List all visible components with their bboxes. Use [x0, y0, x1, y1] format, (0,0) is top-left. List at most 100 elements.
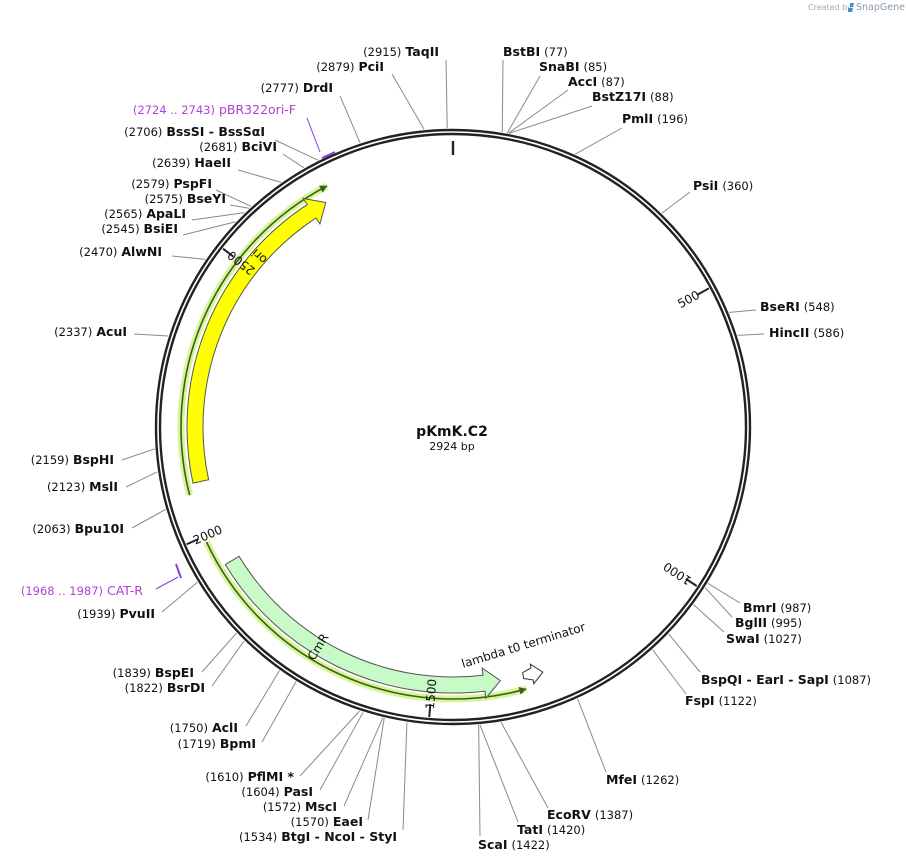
site-line-scai — [478, 724, 481, 837]
site-name: BssSI - BssSαI — [166, 124, 265, 139]
site-hincii[interactable]: HincII (586) — [769, 325, 844, 340]
site-pflmi[interactable]: (1610) PflMI * — [205, 769, 294, 784]
site-msci[interactable]: (1572) MscI — [263, 799, 337, 814]
site-tati[interactable]: TatI (1420) — [517, 822, 585, 837]
site-name: EaeI — [333, 814, 363, 829]
site-bsphi[interactable]: (2159) BspHI — [31, 452, 114, 467]
site-position: (85) — [584, 60, 608, 74]
site-bseri[interactable]: BseRI (548) — [760, 299, 835, 314]
site-line-bmri — [707, 582, 741, 604]
site-pspfi[interactable]: (2579) PspFI — [131, 176, 212, 191]
site-position: (1719) — [178, 737, 216, 751]
primer-pbr322ori-f[interactable]: (2724 .. 2743) pBR322ori-F — [133, 102, 296, 117]
site-pcii[interactable]: (2879) PciI — [316, 59, 384, 74]
site-name: PmlI — [622, 111, 653, 126]
site-pvuii[interactable]: (1939) PvuII — [77, 606, 155, 621]
site-name: HaeII — [194, 155, 231, 170]
site-eaei[interactable]: (1570) EaeI — [291, 814, 363, 829]
site-pasi[interactable]: (1604) PasI — [241, 784, 313, 799]
site-position: (2706) — [124, 125, 162, 139]
site-position: (77) — [544, 45, 568, 59]
site-position: (87) — [601, 75, 625, 89]
primer-range: (1968 .. 1987) — [21, 584, 103, 598]
created-by-text: Created by — [808, 3, 852, 12]
feature-cmr-arrow[interactable] — [224, 555, 502, 700]
site-name: PvuII — [119, 606, 155, 621]
site-name: AcuI — [96, 324, 127, 339]
feature-ori-arrow[interactable] — [186, 197, 327, 484]
site-bmri[interactable]: BmrI (987) — [743, 600, 811, 615]
site-name: MfeI — [606, 772, 637, 787]
site-line-msci — [343, 717, 384, 807]
site-bsrdi[interactable]: (1822) BsrDI — [125, 680, 205, 695]
site-drdi[interactable]: (2777) DrdI — [261, 80, 333, 95]
site-bstz17i[interactable]: BstZ17I (88) — [592, 89, 674, 104]
site-swai[interactable]: SwaI (1027) — [726, 631, 802, 646]
site-name: BglII — [735, 615, 767, 630]
site-btgi-ncoi-styi[interactable]: (1534) BtgI - NcoI - StyI — [239, 829, 397, 844]
site-position: (1534) — [239, 830, 277, 844]
site-taqii[interactable]: (2915) TaqII — [363, 44, 439, 59]
site-bseyi[interactable]: (2575) BseYI — [145, 191, 226, 206]
site-acci[interactable]: AccI (87) — [568, 74, 625, 89]
site-bsiei[interactable]: (2545) BsiEI — [101, 221, 178, 236]
site-name: BmrI — [743, 600, 776, 615]
site-line-bsrdi — [211, 640, 245, 687]
site-snabi[interactable]: SnaBI (85) — [539, 59, 607, 74]
site-acli[interactable]: (1750) AclI — [170, 720, 238, 735]
site-position: (1420) — [547, 823, 585, 837]
site-name: BsrDI — [167, 680, 205, 695]
site-bglii[interactable]: BglII (995) — [735, 615, 802, 630]
site-bpmi[interactable]: (1719) BpmI — [178, 736, 256, 751]
site-alwni[interactable]: (2470) AlwNI — [79, 244, 162, 259]
site-mfei[interactable]: MfeI (1262) — [606, 772, 679, 787]
site-name: AccI — [568, 74, 597, 89]
site-position: (1939) — [77, 607, 115, 621]
tick-mark-1000 — [685, 578, 698, 587]
feature-terminator-label: lambda t0 terminator — [460, 620, 587, 671]
site-line-msli — [125, 471, 158, 488]
site-ecorv[interactable]: EcoRV (1387) — [547, 807, 633, 822]
primer-cat-r[interactable]: (1968 .. 1987) CAT-R — [21, 583, 143, 598]
site-bpu10i[interactable]: (2063) Bpu10I — [32, 521, 124, 536]
site-line-mfei — [577, 698, 607, 773]
site-name: Bpu10I — [75, 521, 124, 536]
site-position: (548) — [804, 300, 835, 314]
site-position: (2681) — [199, 140, 237, 154]
site-position: (1750) — [170, 721, 208, 735]
site-bsssi-bsss-i[interactable]: (2706) BssSI - BssSαI — [124, 124, 265, 139]
site-line-bspei — [201, 632, 237, 673]
site-haeii[interactable]: (2639) HaeII — [152, 155, 231, 170]
site-position: (1570) — [291, 815, 329, 829]
site-position: (2639) — [152, 156, 190, 170]
site-bspei[interactable]: (1839) BspEI — [113, 665, 194, 680]
site-position: (2579) — [131, 177, 169, 191]
site-position: (1087) — [833, 673, 871, 687]
site-bstbi[interactable]: BstBI (77) — [503, 44, 568, 59]
site-name: BtgI - NcoI - StyI — [281, 829, 397, 844]
site-name: TatI — [517, 822, 543, 837]
site-bcivi[interactable]: (2681) BciVI — [199, 139, 277, 154]
site-scai[interactable]: ScaI (1422) — [478, 837, 550, 852]
site-apali[interactable]: (2565) ApaLI — [104, 206, 186, 221]
site-name: BspEI — [155, 665, 194, 680]
site-line-bglii — [704, 587, 733, 618]
site-name: PciI — [358, 59, 384, 74]
site-position: (2879) — [316, 60, 354, 74]
site-position: (2575) — [145, 192, 183, 206]
site-position: (2159) — [31, 453, 69, 467]
site-name: FspI — [685, 693, 715, 708]
site-bspqi-eari-sapi[interactable]: BspQI - EarI - SapI (1087) — [701, 672, 871, 687]
site-acui[interactable]: (2337) AcuI — [54, 324, 127, 339]
primer-leader-cat-r — [155, 576, 179, 590]
site-name: PsiI — [693, 178, 718, 193]
site-fspi[interactable]: FspI (1122) — [685, 693, 757, 708]
primer-name: CAT-R — [107, 583, 143, 598]
tick-mark-500 — [696, 287, 710, 296]
site-psii[interactable]: PsiI (360) — [693, 178, 753, 193]
site-pmli[interactable]: PmlI (196) — [622, 111, 688, 126]
site-name: MslI — [89, 479, 118, 494]
site-line-bstbi — [501, 59, 504, 133]
primer-leader-pbr322ori-f — [306, 117, 321, 153]
site-msli[interactable]: (2123) MslI — [47, 479, 118, 494]
